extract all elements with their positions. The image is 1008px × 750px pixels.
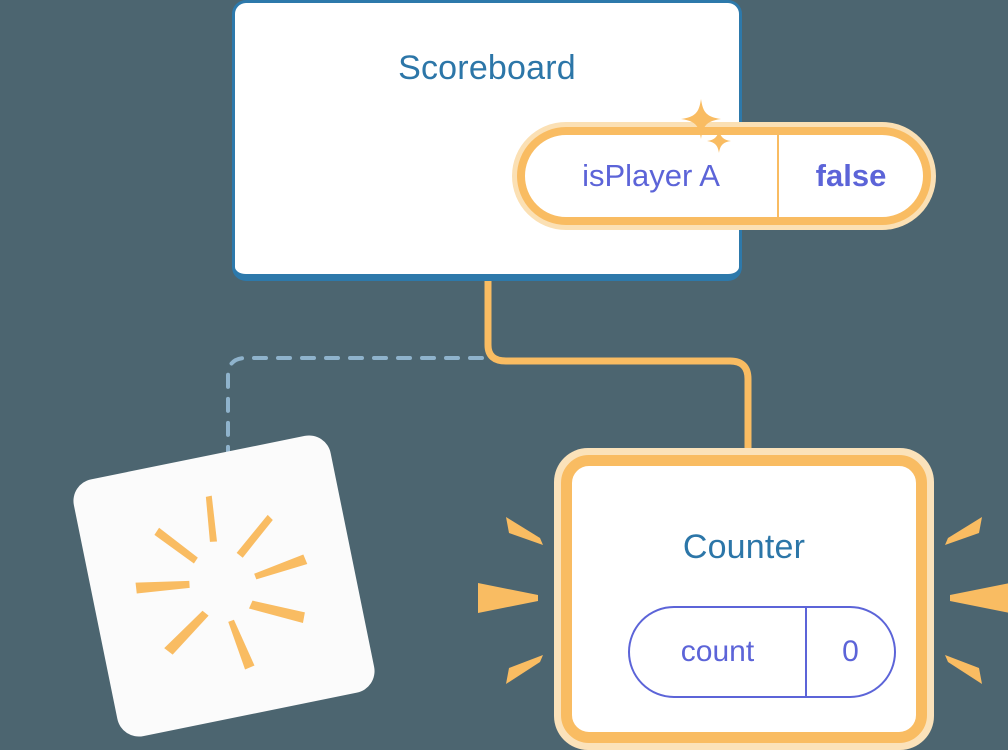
connector-scoreboard-to-burst-card bbox=[226, 356, 484, 468]
counter-state-key: count bbox=[680, 635, 755, 668]
counter-title: Counter bbox=[682, 528, 806, 566]
connector-scoreboard-to-counter bbox=[484, 281, 752, 452]
burst-card-rays bbox=[135, 495, 308, 670]
burst-card-ray-nw bbox=[154, 527, 198, 564]
counter-card-inner: Counter count 0 bbox=[561, 455, 927, 743]
pill-divider bbox=[777, 135, 779, 217]
burst-ray-right-middle bbox=[950, 583, 1008, 613]
burst-ray-right-bottom bbox=[945, 655, 982, 684]
scoreboard-title: Scoreboard bbox=[398, 49, 576, 87]
scoreboard-state-value: false bbox=[815, 158, 887, 193]
burst-card-ray-se bbox=[248, 600, 305, 624]
sparkle-small-icon bbox=[707, 129, 731, 153]
scoreboard-state-key: isPlayer A bbox=[582, 158, 720, 193]
burst-card[interactable] bbox=[69, 431, 379, 741]
burst-card-ray-sw bbox=[164, 610, 209, 655]
burst-card-ray-e bbox=[254, 554, 308, 580]
counter-burst-rays-left bbox=[478, 517, 543, 684]
scoreboard-card[interactable]: Scoreboard isPlayer A false bbox=[232, 0, 936, 281]
burst-card-ray-s bbox=[228, 619, 255, 670]
counter-burst-rays-right bbox=[945, 517, 1008, 684]
counter-card[interactable]: Counter count 0 bbox=[554, 448, 934, 750]
burst-ray-left-top bbox=[506, 517, 543, 545]
sparkle-large-icon bbox=[681, 99, 721, 139]
burst-ray-right-top bbox=[945, 517, 982, 545]
counter-state-pill[interactable]: count 0 bbox=[628, 606, 896, 698]
burst-ray-left-middle bbox=[478, 583, 538, 613]
scoreboard-state-pill-inner: isPlayer A false bbox=[517, 127, 931, 225]
burst-card-ray-n bbox=[205, 495, 217, 542]
pill-divider bbox=[805, 608, 807, 696]
burst-card-ray-ne bbox=[236, 514, 273, 558]
burst-card-ray-w bbox=[135, 580, 190, 594]
counter-state-value: 0 bbox=[842, 635, 859, 668]
burst-ray-left-bottom bbox=[506, 655, 543, 684]
